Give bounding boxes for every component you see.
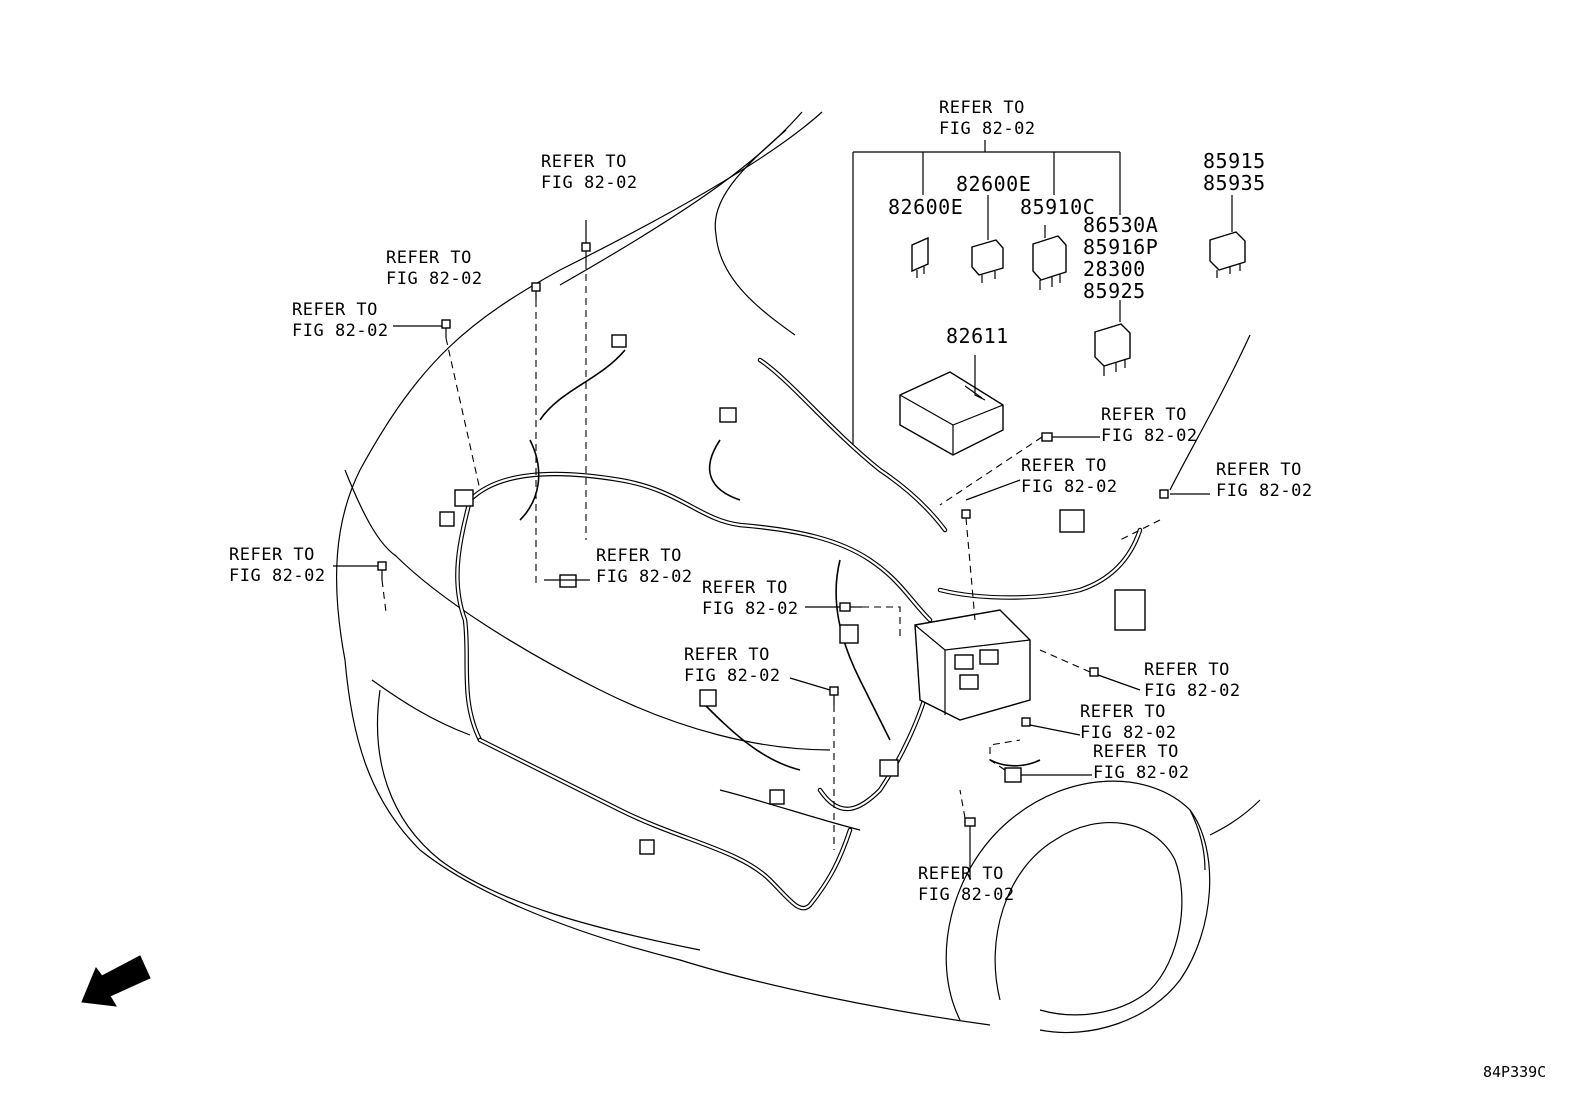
fuse-82600e-right xyxy=(971,239,1004,283)
bolt-icon xyxy=(377,561,387,580)
fuse-82600e-left xyxy=(911,236,929,278)
part-number-82600e-right: 82600E xyxy=(956,172,1032,196)
engine-room-junction-block xyxy=(914,609,1031,721)
fwd-arrow-icon xyxy=(81,955,151,1007)
relay-86530a-group xyxy=(1094,323,1131,376)
bolt-icon xyxy=(1159,489,1210,499)
part-number-85910c: 85910C xyxy=(1020,195,1096,219)
bolt-icon xyxy=(829,686,839,705)
part-number-82600e-left: 82600E xyxy=(888,195,964,219)
bolt-icon xyxy=(581,242,591,262)
part-leader-lines xyxy=(852,140,1233,445)
bolt-icon xyxy=(839,602,862,612)
bolt-fasteners xyxy=(333,220,1210,880)
bolt-icon xyxy=(531,282,541,300)
bolt-icon xyxy=(1021,717,1081,736)
junction-block-cover-82611 xyxy=(899,371,1004,456)
engine-wire-harness xyxy=(439,334,1146,911)
bolt-icon xyxy=(1089,667,1141,691)
part-number-82611: 82611 xyxy=(946,324,1009,348)
bolt-icon xyxy=(964,817,976,880)
bolt-icon xyxy=(1041,432,1100,442)
part-number-relay-group: 86530A 85916P 28300 85925 xyxy=(1083,213,1159,303)
bolt-icon xyxy=(961,479,1021,519)
relay-85915 xyxy=(1209,231,1246,278)
bolt-icon xyxy=(441,319,451,338)
part-number-relay-right: 85915 85935 xyxy=(1203,149,1266,195)
figure-code: 84P339C xyxy=(1483,1063,1547,1081)
relay-85910c xyxy=(1032,235,1067,290)
bolt-icon xyxy=(1004,767,1092,783)
vehicle-body-outline xyxy=(336,111,1261,1034)
